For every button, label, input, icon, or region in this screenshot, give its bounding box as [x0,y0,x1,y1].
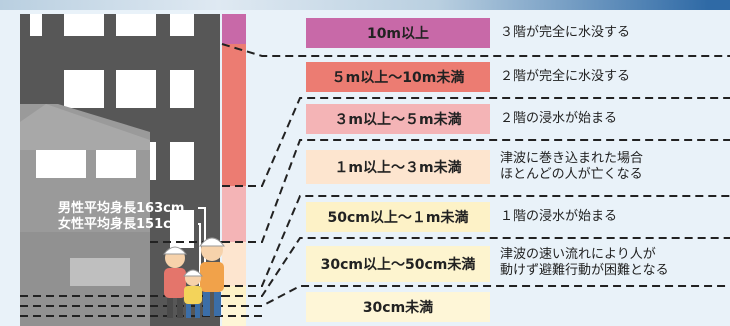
level-desc-50cm: １階の浸水が始まる [500,202,728,232]
level-badge-30cm: 30cm以上～50cm未満 [306,246,490,282]
level-badge-1m: １m以上～３m未満 [306,150,490,184]
level-desc-3m: ２階の浸水が始まる [500,104,728,134]
desc-line: ほとんどの人が亡くなる [500,167,643,182]
desc-line: ２階が完全に水没する [500,69,631,84]
desc-line: １階の浸水が始まる [500,209,618,224]
desc-line: 津波に巻き込まれた場合 [500,151,644,166]
level-badge-3m: ３m以上～５m未満 [306,104,490,134]
level-badge-50cm: 50cm以上～１m未満 [306,202,490,232]
level-desc-30cm: 津波の速い流れにより人が 動けず避難行動が困難となる [500,246,728,280]
depth-bar-segment [222,44,246,186]
depth-bar-segment [222,14,246,44]
level-desc-10m: ３階が完全に水没する [500,18,728,48]
level-desc-1m: 津波に巻き込まれた場合 ほとんどの人が亡くなる [500,150,728,184]
depth-bar-segment [222,296,246,306]
desc-line: 津波の速い流れにより人が [500,247,656,262]
depth-bar-segment [222,186,246,242]
building-windows [30,14,194,248]
level-badge-5m: ５m以上～10m未満 [306,62,490,92]
family-figures [162,237,226,318]
desc-line: ２階の浸水が始まる [500,111,618,126]
level-badge-10m: 10m以上 [306,18,490,48]
level-desc-5m: ２階が完全に水没する [500,62,728,92]
top-decorative-strip [0,0,730,10]
desc-line: 動けず避難行動が困難となる [500,263,669,278]
depth-bar-segment [222,286,246,296]
depth-bar-segment [222,242,246,286]
level-badge-under30cm: 30cm未満 [306,292,490,322]
male-height-label: 男性平均身長163cm [58,201,185,216]
level-dash-lines [20,43,730,317]
female-height-label: 女性平均身長151cm [58,217,185,232]
desc-line: ３階が完全に水没する [500,25,631,40]
height-indicator-lines [198,207,206,286]
house [20,104,150,326]
depth-color-bar [222,14,246,326]
